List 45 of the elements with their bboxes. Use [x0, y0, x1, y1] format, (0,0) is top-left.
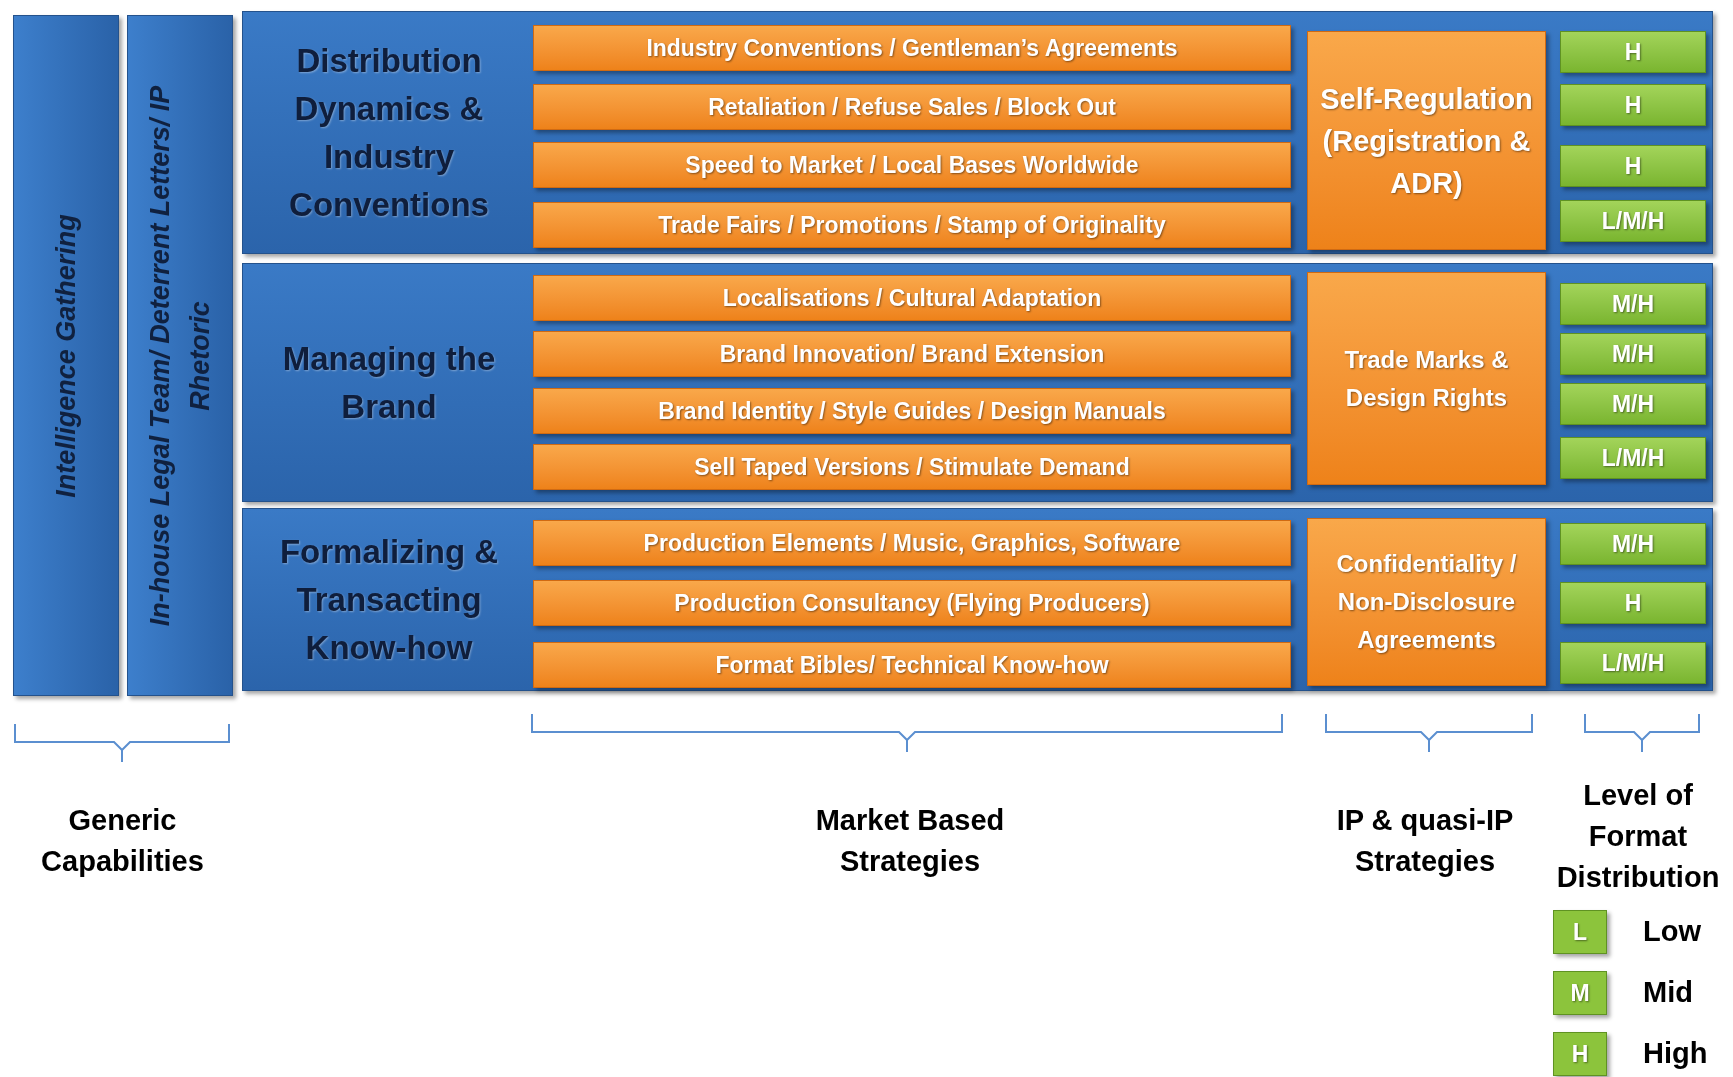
level-badge: H: [1560, 582, 1706, 624]
level-badge: M/H: [1560, 383, 1706, 425]
strategy-bar: Production Consultancy (Flying Producers): [533, 580, 1291, 626]
capability-label: Intelligence Gathering: [50, 212, 82, 500]
level-badge: M/H: [1560, 333, 1706, 375]
legend-swatch: L: [1553, 910, 1607, 954]
capability-bar: [13, 15, 119, 696]
strategy-bar: Format Bibles/ Technical Know-how: [533, 642, 1291, 688]
strategy-bar: Brand Identity / Style Guides / Design Manuals: [533, 388, 1291, 434]
level-badge: H: [1560, 31, 1706, 73]
legend-swatch: H: [1553, 1032, 1607, 1076]
group-label: IP & quasi-IP Strategies: [1335, 803, 1515, 879]
strategy-bar: Production Elements / Music, Graphics, Software: [533, 520, 1291, 566]
level-badge: H: [1560, 145, 1706, 187]
ip-strategy-box: Confidentiality / Non-Disclosure Agreements: [1307, 518, 1546, 686]
strategy-bar: Speed to Market / Local Bases Worldwide: [533, 142, 1291, 188]
category-heading: Managing the Brand: [281, 338, 497, 427]
legend-label: High: [1643, 1036, 1708, 1072]
category-heading: Distribution Dynamics & Industry Conventions: [288, 40, 490, 225]
category-heading: Formalizing & Transacting Know-how: [278, 531, 500, 668]
strategy-bar: Localisations / Cultural Adaptation: [533, 275, 1291, 321]
legend-swatch: M: [1553, 971, 1607, 1015]
level-badge: L/M/H: [1560, 200, 1706, 242]
level-badge: M/H: [1560, 523, 1706, 565]
ip-strategy-box: Self-Regulation (Registration & ADR): [1307, 31, 1546, 250]
strategy-bar: Trade Fairs / Promotions / Stamp of Originality: [533, 202, 1291, 248]
strategy-bar: Brand Innovation/ Brand Extension: [533, 331, 1291, 377]
legend-label: Low: [1643, 914, 1701, 950]
ip-strategy-box: Trade Marks & Design Rights: [1307, 272, 1546, 485]
level-badge: H: [1560, 84, 1706, 126]
level-badge: L/M/H: [1560, 642, 1706, 684]
capability-bar: [127, 15, 233, 696]
category-band: [242, 263, 1713, 502]
capability-label: In-house Legal Team/ Deterrent Letters/ IP Rhetoric: [144, 84, 216, 628]
level-badge: L/M/H: [1560, 437, 1706, 479]
strategy-bar: Sell Taped Versions / Stimulate Demand: [533, 444, 1291, 490]
group-label: Generic Capabilities: [40, 803, 205, 879]
level-badge: M/H: [1560, 283, 1706, 325]
legend-label: Mid: [1643, 975, 1693, 1011]
strategy-bar: Retaliation / Refuse Sales / Block Out: [533, 84, 1291, 130]
category-band: [242, 11, 1713, 254]
group-label: Level of Format Distribution: [1555, 778, 1721, 895]
strategy-bar: Industry Conventions / Gentleman’s Agreements: [533, 25, 1291, 71]
category-band: [242, 508, 1713, 691]
group-label: Market Based Strategies: [814, 803, 1006, 879]
